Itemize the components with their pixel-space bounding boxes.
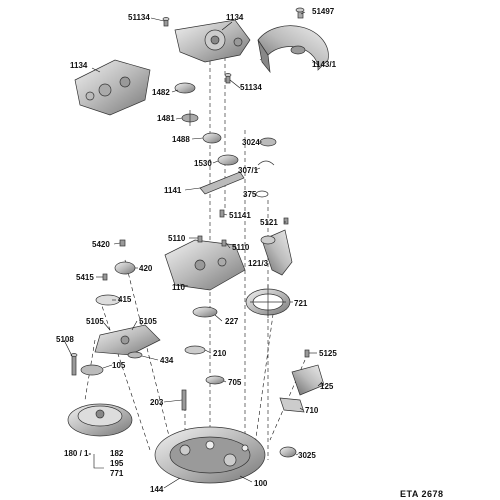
label-5108: 5108 <box>56 335 74 344</box>
label-1488: 1488 <box>172 135 190 144</box>
label-5105-a: 5105 <box>86 317 104 326</box>
label-125: 125 <box>320 382 334 391</box>
label-1143-1: 1143/1 <box>312 60 337 69</box>
label-203: 203 <box>150 398 164 407</box>
part-710 <box>279 397 305 413</box>
label-210: 210 <box>213 349 227 358</box>
label-51134-b: 51134 <box>240 83 262 92</box>
label-51497: 51497 <box>312 7 335 16</box>
label-415: 415 <box>118 295 132 304</box>
label-1530: 1530 <box>194 159 212 168</box>
screw-5415 <box>102 273 108 281</box>
wheel-227 <box>192 306 218 318</box>
label-100: 100 <box>254 479 268 488</box>
label-420: 420 <box>139 264 153 273</box>
wheel-1481 <box>181 110 199 126</box>
oscillating-weight <box>257 25 329 74</box>
leader-lines <box>63 11 323 489</box>
label-705: 705 <box>228 378 242 387</box>
barrel <box>67 403 133 437</box>
label-1141: 1141 <box>164 186 182 195</box>
screw-51497 <box>295 7 305 19</box>
label-1482: 1482 <box>152 88 170 97</box>
label-721: 721 <box>294 299 308 308</box>
screw-5125 <box>304 349 310 358</box>
label-3024: 3024 <box>242 138 260 147</box>
label-1481: 1481 <box>157 114 175 123</box>
wheel-705 <box>205 375 225 385</box>
label-5105-b: 5105 <box>139 317 157 326</box>
label-182: 182 <box>110 449 124 458</box>
label-144: 144 <box>150 485 164 494</box>
label-307-1: 307/1 <box>238 166 259 175</box>
setting-lever-125 <box>291 364 325 396</box>
label-5121: 5121 <box>260 218 278 227</box>
pin-203 <box>181 389 187 411</box>
label-227: 227 <box>225 317 239 326</box>
label-1134-b: 1134 <box>70 61 88 70</box>
wheel-210 <box>184 345 206 355</box>
screw-5108 <box>70 353 78 376</box>
screw-51141 <box>219 209 225 218</box>
spring-307 <box>257 160 275 166</box>
label-110: 110 <box>172 283 185 292</box>
wheel-415 <box>95 294 121 306</box>
label-771: 771 <box>110 469 124 478</box>
screw-51134-top <box>162 17 170 27</box>
wheel-105 <box>80 364 104 376</box>
label-3025: 3025 <box>298 451 316 460</box>
label-434: 434 <box>160 356 174 365</box>
label-121-3: 121/3 <box>248 259 269 268</box>
part-labels: 51134 1134 51497 1143/1 1134 1482 51134 … <box>56 7 444 499</box>
label-180-1: 180 / 1- <box>64 449 91 458</box>
barrel-bridge <box>94 324 161 356</box>
label-5125: 5125 <box>319 349 337 358</box>
reversing-bridge <box>74 59 151 116</box>
lever-1141 <box>199 171 245 195</box>
screw-5121 <box>283 217 289 225</box>
screw-5420 <box>119 239 126 247</box>
automatic-bridge <box>174 19 251 63</box>
label-51134-a: 51134 <box>128 13 150 22</box>
balance-cock <box>260 229 293 276</box>
label-5110-b: 5110 <box>232 243 250 252</box>
label-105: 105 <box>112 361 126 370</box>
wheel-434 <box>127 351 143 359</box>
wheel-3024 <box>259 137 277 147</box>
wheel-1530 <box>217 154 239 166</box>
label-710: 710 <box>305 406 319 415</box>
wheel-420 <box>114 261 136 275</box>
crown-3025 <box>279 446 297 458</box>
wheel-1488 <box>202 132 222 144</box>
label-375: 375 <box>243 190 257 199</box>
diagram-title: ETA 2678 <box>400 489 444 499</box>
label-5420: 5420 <box>92 240 110 249</box>
balance-wheel <box>245 285 291 318</box>
train-bridge <box>164 239 246 291</box>
label-1134-a: 1134 <box>226 13 244 22</box>
wheel-1482 <box>174 82 196 94</box>
label-51141: 51141 <box>229 211 251 220</box>
label-5415: 5415 <box>76 273 94 282</box>
ring-375 <box>255 190 269 198</box>
label-5110-a: 5110 <box>168 234 186 243</box>
screw-51134-side <box>224 73 232 84</box>
label-195: 195 <box>110 459 124 468</box>
main-plate <box>154 426 266 484</box>
